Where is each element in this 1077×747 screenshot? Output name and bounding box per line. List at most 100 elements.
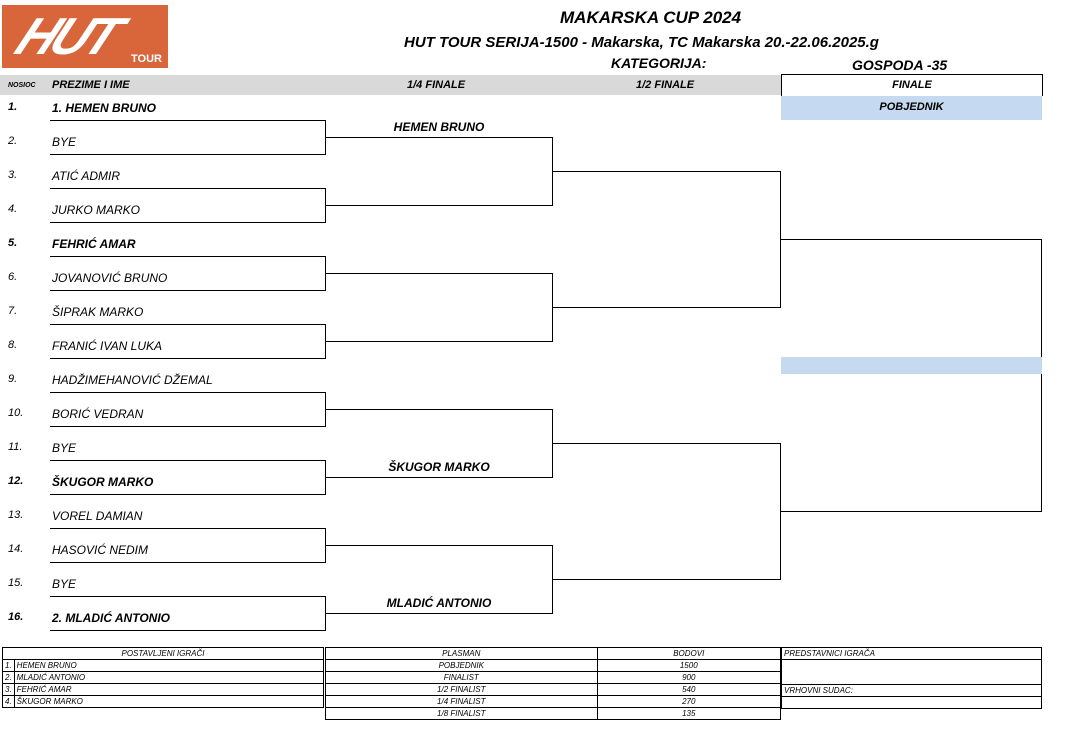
name-header: PREZIME I IME — [52, 79, 130, 91]
r16-match-box — [50, 460, 326, 495]
final-winner-band — [781, 357, 1042, 374]
qf-match-box — [326, 409, 553, 478]
qf-winner-name: ŠKUGOR MARKO — [388, 460, 490, 474]
seed-number: 1. — [8, 101, 18, 113]
r16-match-box — [50, 528, 326, 563]
player-name[interactable]: ŠIPRAK MARKO — [52, 305, 144, 319]
seeded-header: POSTAVLJENI IGRAČI — [2, 647, 324, 660]
player-name[interactable]: FEHRIĆ AMAR — [52, 237, 136, 251]
bodovi: 135 — [596, 707, 782, 720]
reps-value — [781, 659, 1042, 685]
subtitle: HUT TOUR SERIJA-1500 - Makarska, TC Maka… — [404, 34, 879, 51]
seeded-row: 2.MLADIĆ ANTONIO — [2, 671, 325, 684]
seed-number: 14. — [8, 543, 24, 555]
plasman: 1/4 FINALIST — [325, 695, 598, 708]
sf-match-box — [553, 443, 781, 580]
r16-match-box — [50, 392, 326, 427]
player-name[interactable]: BYE — [52, 135, 77, 149]
bodovi: 540 — [596, 683, 782, 696]
seed-number: 10. — [8, 407, 24, 419]
plasman: POBJEDNIK — [325, 659, 598, 672]
seed-no: 2. — [2, 671, 15, 684]
bodovi: 270 — [596, 695, 782, 708]
player-name[interactable]: BYE — [52, 441, 77, 455]
plasman: FINALIST — [325, 671, 598, 684]
seed-no: 3. — [2, 683, 15, 696]
qf-header: 1/4 FINALE — [407, 79, 466, 91]
bodovi: 900 — [596, 671, 782, 684]
bodovi-header: BODOVI — [596, 647, 782, 660]
seeded-row: 4.ŠKUGOR MARKO — [2, 695, 325, 708]
category-label: KATEGORIJA: — [611, 55, 707, 71]
bodovi: 1500 — [596, 659, 782, 672]
r16-match-box — [50, 256, 326, 291]
qf-match-box — [326, 137, 553, 206]
seeded-name: MLADIĆ ANTONIO — [13, 671, 325, 684]
qf-match-box — [326, 545, 553, 614]
seeded-name: FEHRIĆ AMAR — [13, 683, 325, 696]
seed-number: 7. — [8, 305, 18, 317]
referee-label: VRHOVNI SUDAC: — [781, 684, 1042, 697]
sf-match-box — [553, 171, 781, 308]
referee-value — [781, 696, 1042, 709]
plasman: 1/2 FINALIST — [325, 683, 598, 696]
seed-number: 2. — [8, 135, 18, 147]
seeded-row: 1.HEMEN BRUNO — [2, 659, 325, 672]
seed-no: 4. — [2, 695, 15, 708]
officials-table: PREDSTAVNICI IGRAČA VRHOVNI SUDAC: — [781, 647, 1042, 709]
player-name[interactable]: FRANIĆ IVAN LUKA — [52, 339, 163, 353]
seed-number: 3. — [8, 169, 18, 181]
category-value: GOSPODA -35 — [852, 57, 948, 73]
player-name[interactable]: BYE — [52, 577, 77, 591]
seed-header: NOSIOC — [8, 82, 36, 89]
r16-match-box — [50, 596, 326, 631]
r16-match-box — [50, 120, 326, 155]
player-name[interactable]: HADŽIMEHANOVIĆ DŽEMAL — [52, 373, 213, 387]
player-name[interactable]: 2. MLADIĆ ANTONIO — [52, 611, 171, 625]
final-header: FINALE — [781, 74, 1043, 96]
plasman-header: PLASMAN — [325, 647, 598, 660]
winner-header: POBJEDNIK — [781, 96, 1042, 120]
player-name[interactable]: VOREL DAMIAN — [52, 509, 143, 523]
player-name[interactable]: HASOVIĆ NEDIM — [52, 543, 149, 557]
seed-number: 5. — [8, 237, 18, 249]
seed-number: 8. — [8, 339, 18, 351]
seed-number: 11. — [8, 441, 23, 453]
qf-winner-name: MLADIĆ ANTONIO — [386, 596, 492, 610]
seed-number: 9. — [8, 373, 18, 385]
qf-match-box — [326, 273, 553, 342]
seeded-name: ŠKUGOR MARKO — [13, 695, 325, 708]
player-name[interactable]: JOVANOVIĆ BRUNO — [52, 271, 168, 285]
seed-number: 16. — [8, 611, 24, 623]
r16-match-box — [50, 324, 326, 359]
reps-label: PREDSTAVNICI IGRAČA — [781, 647, 1042, 660]
sf-header: 1/2 FINALE — [636, 79, 695, 91]
seed-number: 13. — [8, 509, 24, 521]
seed-number: 4. — [8, 203, 18, 215]
qf-winner-name: HEMEN BRUNO — [393, 120, 485, 134]
r16-match-box — [50, 188, 326, 223]
player-name[interactable]: JURKO MARKO — [52, 203, 141, 217]
plasman: 1/8 FINALIST — [325, 707, 598, 720]
player-name[interactable]: BORIĆ VEDRAN — [52, 407, 144, 421]
player-name[interactable]: 1. HEMEN BRUNO — [52, 101, 157, 115]
seed-number: 15. — [8, 577, 24, 589]
player-name[interactable]: ŠKUGOR MARKO — [52, 475, 154, 489]
seed-no: 1. — [2, 659, 15, 672]
seed-number: 12. — [8, 475, 24, 487]
page-title: MAKARSKA CUP 2024 — [560, 8, 742, 27]
seeded-row: 3.FEHRIĆ AMAR — [2, 683, 325, 696]
player-name[interactable]: ATIĆ ADMIR — [52, 169, 120, 183]
seeded-name: HEMEN BRUNO — [13, 659, 325, 672]
seed-number: 6. — [8, 271, 18, 283]
header-band — [0, 75, 781, 95]
final-match-box — [781, 239, 1042, 512]
